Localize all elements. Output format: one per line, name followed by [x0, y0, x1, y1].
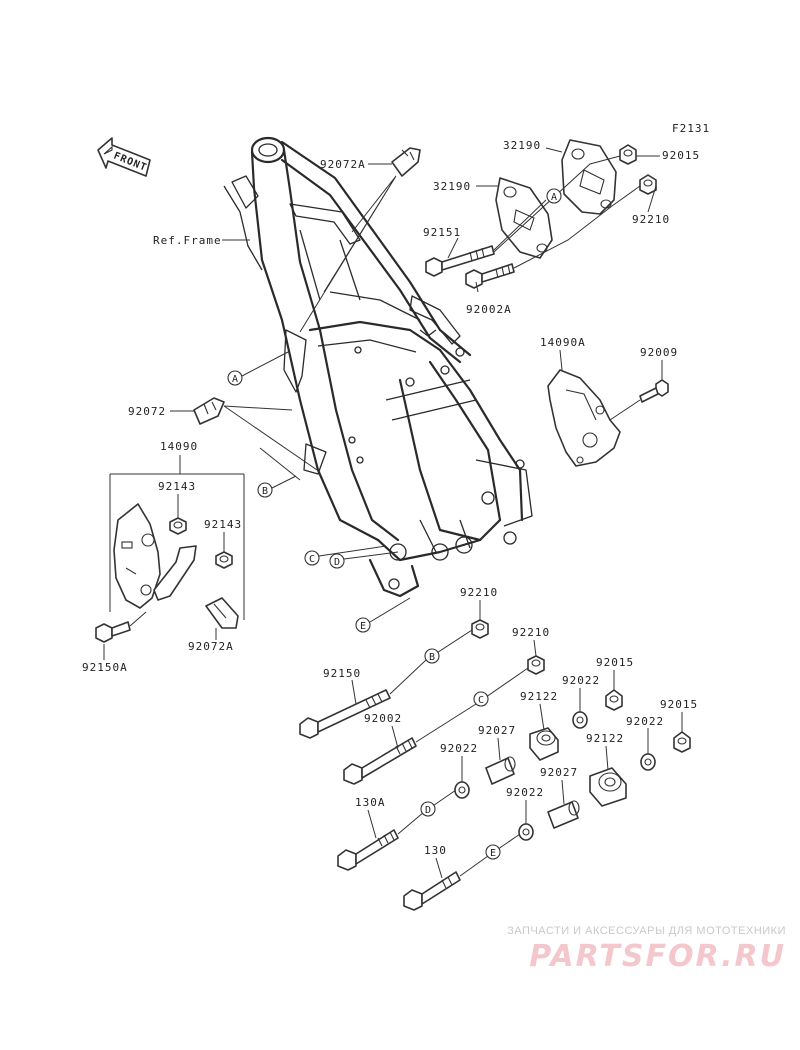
ref-mark-e-lower: E	[490, 848, 496, 859]
washer-92022-c	[640, 753, 656, 771]
bolt-92002A	[465, 263, 515, 289]
ref-mark-a-top: A	[551, 192, 557, 203]
nut-92015-c	[673, 731, 691, 753]
ref-mark-b-left: B	[262, 486, 268, 497]
bolt-92002	[343, 737, 417, 785]
part-number-92210-b: 92210	[460, 586, 498, 599]
bolt-92150A	[95, 621, 131, 643]
clip-92072A-top	[391, 147, 421, 177]
washer-92022-a	[572, 711, 588, 729]
nut-92210-c	[527, 655, 545, 675]
part-number-92122-a: 92122	[520, 690, 558, 703]
ref-mark-b-lower: B	[429, 652, 435, 663]
spacer-92122-a	[529, 727, 559, 761]
part-number-92072: 92072	[128, 405, 166, 418]
collar-92027-b	[547, 800, 580, 829]
nut-92015-top	[619, 144, 637, 165]
part-number-92210-top: 92210	[632, 213, 670, 226]
ref-frame-label: Ref.Frame	[153, 234, 222, 247]
part-number-92015-top: 92015	[662, 149, 700, 162]
part-number-92022-d: 92022	[506, 786, 544, 799]
ref-mark-d-frame: D	[334, 557, 340, 568]
frame-guard-14090A	[547, 369, 621, 467]
part-number-14090: 14090	[160, 440, 198, 453]
part-number-32190-top: 32190	[503, 139, 541, 152]
nut-92210-b	[471, 619, 489, 639]
part-number-92022-a: 92022	[562, 674, 600, 687]
part-number-92002A: 92002A	[466, 303, 512, 316]
part-number-92210-c: 92210	[512, 626, 550, 639]
ref-mark-d-lower: D	[425, 805, 431, 816]
washer-92022-b	[454, 781, 470, 799]
ref-mark-c-lower: C	[478, 695, 484, 706]
nut-92210-top	[639, 174, 657, 195]
bolt-130	[403, 871, 461, 911]
part-number-92015-c: 92015	[660, 698, 698, 711]
clip-92072	[193, 397, 225, 425]
part-number-92027-a: 92027	[478, 724, 516, 737]
figure-code: F2131	[672, 122, 710, 135]
watermark-tagline: ЗАПЧАСТИ И АКСЕССУАРЫ ДЛЯ МОТОТЕХНИКИ	[507, 925, 786, 937]
part-number-92027-b: 92027	[540, 766, 578, 779]
bolt-130A	[337, 829, 399, 871]
nut-92143-a	[169, 517, 187, 535]
clip-92072A-bottom	[205, 597, 239, 629]
part-number-92022-b: 92022	[440, 742, 478, 755]
part-number-92072A-bottom: 92072A	[188, 640, 234, 653]
spacer-92122-b	[589, 767, 627, 807]
part-number-92072A-top: 92072A	[320, 158, 366, 171]
part-number-130A: 130A	[355, 796, 386, 809]
part-number-92143-b: 92143	[204, 518, 242, 531]
front-arrow-icon: FRONT	[97, 137, 151, 177]
part-number-32190-mid: 32190	[433, 180, 471, 193]
bolt-92151	[425, 245, 495, 277]
part-number-92009: 92009	[640, 346, 678, 359]
collar-92027-a	[485, 756, 516, 785]
part-number-92015-b: 92015	[596, 656, 634, 669]
engine-mount-bracket-lower	[495, 177, 553, 259]
washer-92022-d	[518, 823, 534, 841]
part-number-92143-a: 92143	[158, 480, 196, 493]
bolt-92150	[299, 689, 391, 739]
frame-guard-14090	[113, 503, 161, 609]
footrest-bracket	[153, 545, 197, 601]
part-number-92150A: 92150A	[82, 661, 128, 674]
ref-mark-e-frame: E	[360, 621, 366, 632]
part-number-92022-c: 92022	[626, 715, 664, 728]
watermark-logo: PARTSFOR.RU	[529, 939, 786, 974]
part-number-130: 130	[424, 844, 447, 857]
ref-mark-a-left: A	[232, 374, 238, 385]
part-number-14090A: 14090A	[540, 336, 586, 349]
engine-mount-bracket-upper	[561, 139, 617, 215]
bolt-92009	[639, 379, 669, 403]
motorcycle-frame	[223, 136, 533, 598]
nut-92015-b	[605, 689, 623, 711]
part-number-92151: 92151	[423, 226, 461, 239]
part-number-92122-b: 92122	[586, 732, 624, 745]
part-number-92002: 92002	[364, 712, 402, 725]
ref-mark-c-frame: C	[309, 554, 315, 565]
watermark: ЗАПЧАСТИ И АКСЕССУАРЫ ДЛЯ МОТОТЕХНИКИ PA…	[507, 925, 786, 974]
nut-92143-b	[215, 551, 233, 569]
part-number-92150: 92150	[323, 667, 361, 680]
